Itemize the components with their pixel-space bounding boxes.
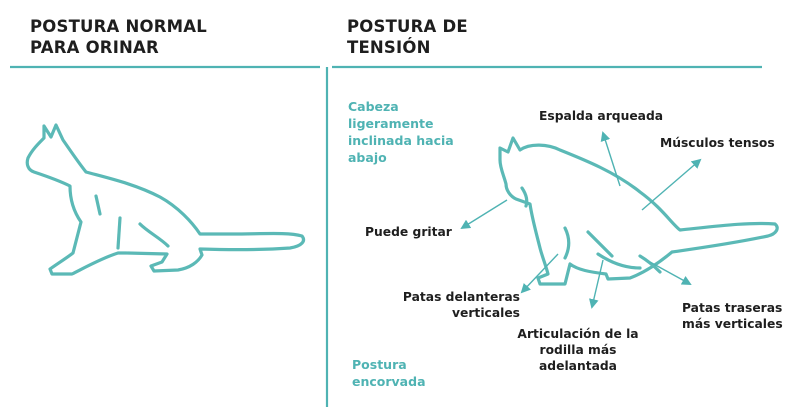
label-arched-back: Espalda arqueada <box>539 109 664 123</box>
label-may-cry: Puede gritar <box>365 225 452 239</box>
arrow-may-cry <box>460 199 508 230</box>
heading-normal-line-2: PARA ORINAR <box>30 38 159 57</box>
heading-tension-line-1: POSTURA DE <box>347 17 468 36</box>
label-hunched-posture: Postura encorvada <box>352 357 426 389</box>
arrow-knee-joint <box>589 259 604 309</box>
arrow-hind-legs <box>649 261 692 285</box>
label-knee-joint: Articulación de la rodilla más adelantad… <box>517 327 639 373</box>
heading-normal-posture: POSTURA NORMAL PARA ORINAR <box>30 16 207 58</box>
arrow-arched-back <box>600 131 621 187</box>
label-hind-legs: Patas traseras más verticales <box>682 301 783 331</box>
label-tense-muscles: Músculos tensos <box>660 136 775 150</box>
annotation-arrows <box>460 131 702 309</box>
label-front-legs: Patas delanteras verticales <box>402 290 520 320</box>
heading-tension-line-2: TENSIÓN <box>347 38 431 57</box>
arrow-front-legs <box>520 253 559 294</box>
heading-tension-posture: POSTURA DE TENSIÓN <box>347 16 468 58</box>
arrow-tense-muscles <box>641 158 702 211</box>
cat-normal-posture <box>25 123 306 276</box>
label-head-tilt: Cabeza ligeramente inclinada hacia abajo <box>348 99 454 165</box>
cat-tension-posture <box>498 136 779 286</box>
heading-normal-line-1: POSTURA NORMAL <box>30 17 207 36</box>
